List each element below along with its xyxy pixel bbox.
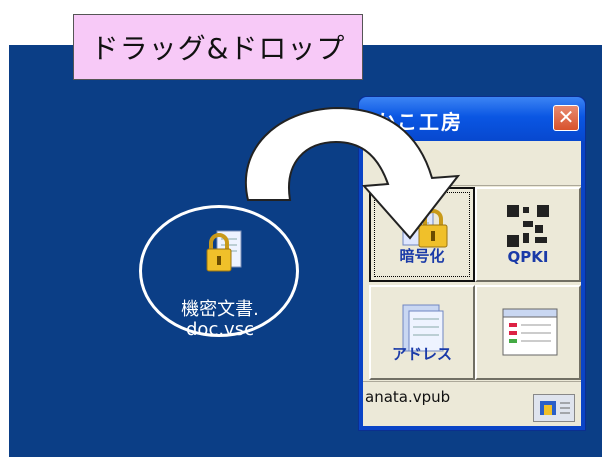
key-status-icon[interactable] bbox=[533, 394, 575, 422]
button-grid: 暗号化 QPKI bbox=[363, 187, 583, 383]
document-filename[interactable]: 機密文書. doc.vsc bbox=[150, 300, 290, 340]
close-button[interactable]: ✕ bbox=[553, 105, 579, 131]
address-book-icon bbox=[402, 304, 444, 352]
address-button[interactable]: アドレス bbox=[369, 285, 475, 380]
app-window: かこ工房 ✕ ヨン 暗号化 bbox=[358, 96, 586, 431]
qpki-label: QPKI bbox=[507, 248, 549, 266]
qpki-button[interactable]: QPKI bbox=[475, 187, 581, 282]
encrypted-document-icon[interactable] bbox=[203, 229, 243, 273]
window-title: かこ工房 bbox=[375, 110, 463, 134]
lock-document-icon bbox=[402, 204, 448, 248]
address-label: アドレス bbox=[391, 345, 452, 363]
list-window-button[interactable] bbox=[475, 285, 581, 380]
window-client: ヨン 暗号化 bbox=[363, 141, 581, 426]
menu-item-option[interactable]: ヨン bbox=[381, 158, 415, 178]
status-bar: anata.vpub bbox=[363, 381, 581, 426]
filename-line1: 機密文書. bbox=[181, 299, 259, 320]
list-window-icon bbox=[502, 308, 558, 356]
highlight-ellipse bbox=[139, 205, 299, 337]
encrypt-button[interactable]: 暗号化 bbox=[369, 187, 475, 282]
window-titlebar[interactable]: かこ工房 ✕ bbox=[359, 97, 585, 141]
filename-line2: doc.vsc bbox=[186, 319, 254, 340]
callout-text: ドラッグ&ドロップ bbox=[90, 32, 346, 65]
status-filename: anata.vpub bbox=[365, 388, 451, 406]
encrypt-label: 暗号化 bbox=[399, 247, 445, 265]
qr-code-icon bbox=[507, 205, 549, 247]
drag-drop-caption: ドラッグ&ドロップ bbox=[73, 14, 363, 80]
menu-bar: ヨン bbox=[363, 141, 581, 186]
